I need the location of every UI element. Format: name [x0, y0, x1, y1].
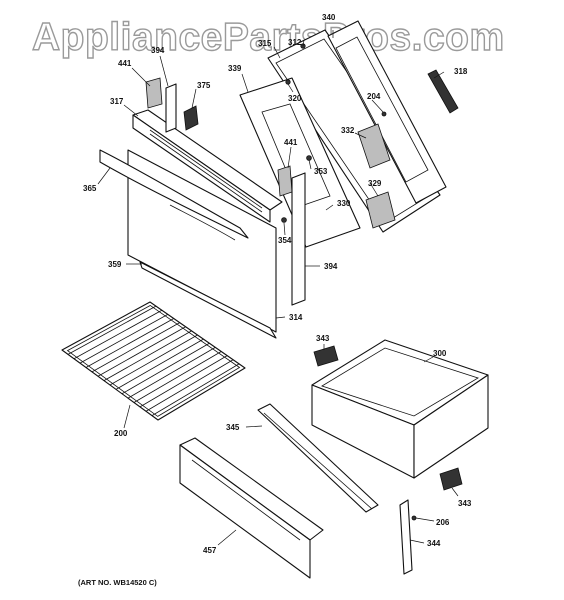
- part-door-recess: [169, 204, 236, 241]
- part-344-glide: [399, 499, 413, 575]
- label-317: 317: [110, 97, 124, 106]
- part-204-screw: [381, 111, 387, 117]
- label-329: 329: [368, 179, 382, 188]
- part-300-drawer-side: [413, 374, 489, 479]
- part-labels: 340 312 315 394 441 318 339 375 320 204 …: [83, 13, 472, 555]
- art-number: (ART NO. WB14520 C): [78, 578, 157, 587]
- rack-wire: [85, 318, 174, 368]
- rack-wire: [79, 314, 169, 364]
- rack-wire: [121, 342, 210, 395]
- part-317-vent-a: [149, 129, 263, 209]
- label-353: 353: [314, 167, 328, 176]
- label-332: 332: [341, 126, 355, 135]
- rack-wire: [67, 305, 157, 355]
- part-394-strip-a: [165, 83, 177, 133]
- label-457: 457: [203, 546, 217, 555]
- part-340-door-frame: [267, 29, 441, 233]
- part-375-bracket: [183, 105, 199, 131]
- label-200: 200: [114, 429, 128, 438]
- rack-wire: [151, 363, 240, 416]
- part-345-panel-edge: [263, 412, 373, 510]
- part-206-screw: [411, 515, 417, 521]
- part-457-front-face: [179, 444, 311, 579]
- label-312: 312: [288, 38, 302, 47]
- label-345: 345: [226, 423, 240, 432]
- label-441-top: 441: [118, 59, 132, 68]
- label-340: 340: [322, 13, 336, 22]
- rack-wire: [133, 351, 222, 403]
- label-315: 315: [258, 39, 272, 48]
- label-330: 330: [337, 199, 351, 208]
- label-300: 300: [433, 349, 447, 358]
- rack-inner-rail: [66, 305, 241, 417]
- label-344: 344: [427, 539, 441, 548]
- label-339: 339: [228, 64, 242, 73]
- watermark-text: AppliancePartsPros.com: [32, 16, 505, 59]
- part-353-clip: [306, 155, 312, 161]
- part-320-screw: [285, 79, 291, 85]
- part-394-strip-b: [291, 172, 306, 306]
- part-365-handle: [99, 149, 249, 239]
- part-200-oven-rack: [61, 301, 246, 421]
- rack-wire: [139, 355, 228, 408]
- label-343-top: 343: [316, 334, 330, 343]
- label-375: 375: [197, 81, 211, 90]
- label-394-top: 394: [151, 46, 165, 55]
- rack-wire: [127, 347, 216, 399]
- rack-wire: [145, 359, 234, 412]
- part-441-bracket-b: [277, 165, 293, 197]
- part-300-drawer-inner: [321, 347, 479, 417]
- label-354: 354: [278, 236, 292, 245]
- rack-wire: [109, 334, 198, 386]
- leader-lines: [97, 30, 459, 546]
- part-441-bracket-a: [145, 77, 163, 109]
- label-314: 314: [289, 313, 303, 322]
- rack-wire: [73, 309, 163, 360]
- part-339-door-liner: [239, 77, 361, 248]
- part-200-rack-bars: [66, 305, 241, 417]
- part-329-hinge: [365, 191, 396, 229]
- part-359-bottom-trim: [139, 261, 277, 339]
- rack-wire: [115, 338, 204, 390]
- label-343-bottom: 343: [458, 499, 472, 508]
- rack-wire: [91, 322, 180, 373]
- label-320: 320: [288, 94, 302, 103]
- part-332-hinge: [357, 123, 391, 169]
- label-204: 204: [367, 92, 381, 101]
- part-457-front-detail: [191, 459, 301, 541]
- label-206: 206: [436, 518, 450, 527]
- label-441-mid: 441: [284, 138, 298, 147]
- label-365: 365: [83, 184, 97, 193]
- part-354-clip: [281, 217, 287, 223]
- part-345-panel: [257, 403, 379, 513]
- rack-wire: [97, 326, 186, 377]
- label-359: 359: [108, 260, 122, 269]
- part-door-inner-panel: [327, 20, 447, 204]
- label-318: 318: [454, 67, 468, 76]
- label-394-mid: 394: [324, 262, 338, 271]
- part-317-vent-b: [149, 133, 263, 213]
- part-343-bracket-b: [439, 467, 463, 491]
- rack-wire: [103, 330, 192, 381]
- part-318-bracket: [427, 69, 459, 114]
- part-343-bracket-a: [313, 345, 339, 367]
